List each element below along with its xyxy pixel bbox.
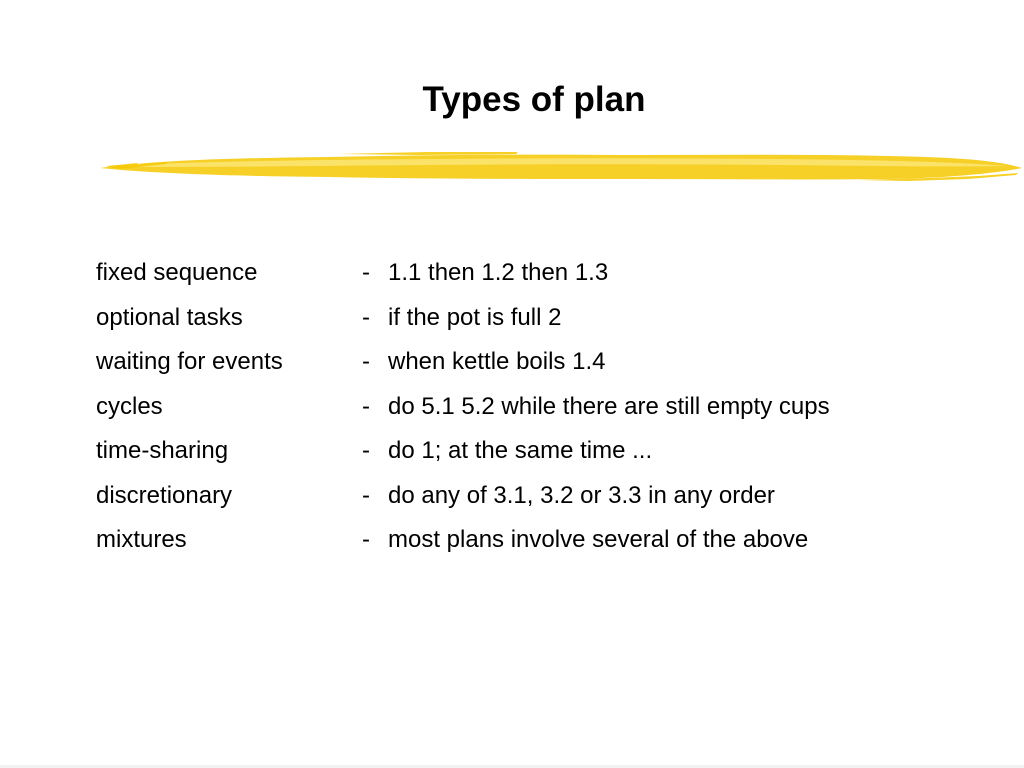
slide-title: Types of plan bbox=[422, 80, 646, 119]
highlighter-stroke-fray bbox=[338, 152, 518, 155]
plan-row: fixed sequence -1.1 then 1.2 then 1.3 bbox=[96, 251, 996, 296]
plan-dash: - bbox=[362, 259, 370, 287]
plan-description: 1.1 then 1.2 then 1.3 bbox=[388, 259, 609, 287]
slide-bottom-border bbox=[0, 765, 1024, 768]
plan-dash: - bbox=[362, 526, 370, 554]
plan-description: when kettle boils 1.4 bbox=[388, 348, 606, 376]
plan-dash: - bbox=[362, 303, 370, 331]
plan-dash: - bbox=[362, 481, 370, 509]
plan-row: waiting for events -when kettle boils 1.4 bbox=[96, 340, 996, 385]
plan-description: if the pot is full 2 bbox=[388, 303, 562, 331]
plan-row: discretionary -do any of 3.1, 3.2 or 3.3 … bbox=[96, 474, 996, 519]
plan-term: time-sharing bbox=[96, 437, 229, 465]
plan-row: cycles -do 5.1 5.2 while there are still … bbox=[96, 385, 996, 430]
plan-description: most plans involve several of the above bbox=[388, 526, 809, 554]
plan-description: do any of 3.1, 3.2 or 3.3 in any order bbox=[388, 481, 775, 509]
highlighter-stroke-fray bbox=[106, 162, 168, 169]
plan-description: do 1; at the same time ... bbox=[388, 437, 653, 465]
plan-term: optional tasks bbox=[96, 303, 243, 331]
plan-dash: - bbox=[362, 437, 370, 465]
plan-row: mixtures -most plans involve several of t… bbox=[96, 518, 996, 563]
plan-dash: - bbox=[362, 392, 370, 420]
plan-row: time-sharing -do 1; at the same time ... bbox=[96, 429, 996, 474]
plan-dash: - bbox=[362, 348, 370, 376]
plan-row: optional tasks -if the pot is full 2 bbox=[96, 296, 996, 341]
highlighter-stroke-fray bbox=[858, 173, 1018, 181]
plan-term: mixtures bbox=[96, 526, 187, 554]
highlighter-stroke bbox=[100, 152, 1022, 181]
highlighter-stroke-highlight bbox=[128, 158, 1008, 167]
plan-term: fixed sequence bbox=[96, 259, 258, 287]
plan-description: do 5.1 5.2 while there are still empty c… bbox=[388, 392, 830, 420]
plan-term: cycles bbox=[96, 392, 163, 420]
plan-term: waiting for events bbox=[96, 348, 283, 376]
plan-term: discretionary bbox=[96, 481, 233, 509]
